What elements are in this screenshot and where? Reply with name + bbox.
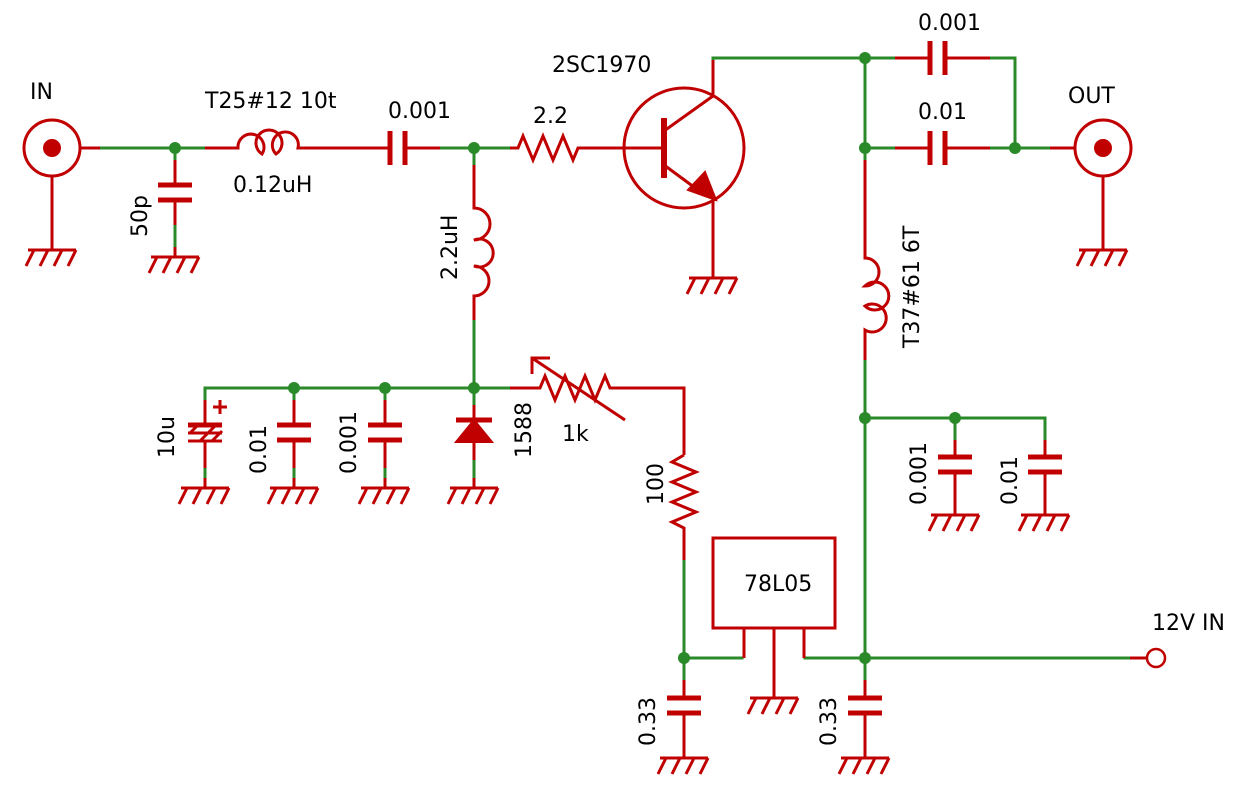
variable-resistor-label: 1k [562, 422, 589, 447]
capacitor-supply-0.01 [1017, 440, 1071, 533]
supply-terminal [1130, 647, 1167, 669]
diode-label: 1588 [512, 402, 537, 458]
ground-symbol [1017, 503, 1071, 533]
ground-symbol [24, 238, 78, 268]
capacitor-supply-0.001 [927, 440, 981, 533]
capacitor-bias-0.01 [266, 400, 320, 506]
junction-dot [169, 142, 181, 154]
capacitor-10u-label: 10u [155, 416, 180, 458]
resistor-100-label: 100 [644, 463, 669, 505]
regulator-label: 78L05 [744, 572, 812, 597]
variable-resistor-1k [510, 356, 686, 455]
junction-dot [288, 382, 300, 394]
capacitor-output-0.01-label: 0.01 [918, 100, 967, 125]
inductor-input [205, 128, 345, 157]
capacitor-bias-0.01-label: 0.01 [247, 425, 272, 474]
inductor-collector-choke-label: T37#61 6T [900, 225, 925, 349]
wire-network [78, 56, 1147, 682]
capacitor-output-0.01 [895, 131, 990, 165]
capacitor-regulator-0.33-left [656, 680, 710, 776]
ground-symbol [177, 476, 231, 506]
ground-symbol [837, 746, 891, 776]
capacitor-regulator-right-label: 0.33 [817, 697, 842, 746]
junction-dot [949, 412, 961, 424]
ground-symbol [266, 476, 320, 506]
ground-symbol [685, 266, 739, 296]
transistor-2sc1970 [622, 60, 746, 296]
capacitor-bias-0.001-label: 0.001 [337, 411, 362, 474]
junction-dot [678, 652, 690, 664]
capacitor-supply-0.01-label: 0.01 [998, 456, 1023, 505]
resistor-base-label: 2.2 [533, 104, 568, 129]
ground-symbol [357, 476, 411, 506]
regulator-78l05 [711, 536, 837, 716]
capacitor-output-0.001 [895, 41, 990, 75]
capacitor-regulator-0.33-right [837, 680, 891, 776]
supply-port-label: 12V IN [1152, 611, 1225, 636]
capacitor-input-coupling [345, 131, 440, 165]
resistor-100 [668, 453, 700, 560]
capacitor-input-coupling-label: 0.001 [388, 99, 451, 124]
ground-symbol [927, 503, 981, 533]
junction-dot [859, 652, 871, 664]
inductor-bias-choke-label: 2.2uH [438, 215, 463, 280]
output-port-label: OUT [1068, 84, 1115, 109]
capacitor-supply-0.001-label: 0.001 [907, 442, 932, 505]
ground-symbol [446, 476, 500, 506]
ground-symbol [147, 245, 201, 275]
junction-dot [468, 142, 480, 154]
inductor-collector-choke [861, 160, 891, 360]
capacitor-10u-electrolytic [177, 400, 231, 506]
output-connector [1050, 118, 1133, 268]
junction-dot [859, 142, 871, 154]
inductor-input-label: T25#12 10t [204, 89, 337, 114]
capacitor-50p [147, 160, 201, 275]
diode-1588 [446, 405, 500, 506]
junction-dot [859, 412, 871, 424]
junction-dot [859, 52, 871, 64]
ground-symbol [746, 686, 800, 716]
junction-dot [379, 382, 391, 394]
resistor-base [510, 132, 625, 164]
inductor-bias-choke [472, 165, 495, 320]
junction-dots [169, 52, 1021, 664]
input-port-label: IN [30, 80, 53, 105]
capacitor-output-0.001-label: 0.001 [918, 11, 981, 36]
capacitor-50p-label: 50p [128, 195, 153, 237]
junction-dot [1009, 142, 1021, 154]
junction-dot [468, 382, 480, 394]
ground-symbol [656, 746, 710, 776]
input-connector [22, 118, 100, 268]
transistor-label: 2SC1970 [552, 53, 651, 78]
capacitor-regulator-left-label: 0.33 [636, 697, 661, 746]
ground-symbol [1075, 238, 1129, 268]
capacitor-bias-0.001 [357, 400, 411, 506]
inductor-input-value-label: 0.12uH [233, 173, 312, 198]
